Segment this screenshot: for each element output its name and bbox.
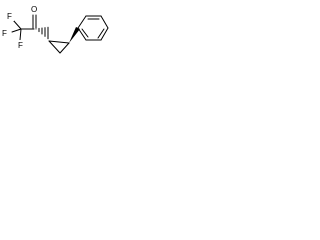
phenyl-bond-4 bbox=[100, 27, 109, 41]
phenyl-inner-bond-3 bbox=[81, 28, 89, 38]
wedge-bond bbox=[69, 27, 80, 43]
phenyl-bond-1 bbox=[77, 15, 87, 29]
ring-bond-3 bbox=[48, 40, 61, 54]
oxygen-label: O bbox=[31, 5, 37, 14]
trifluoromethyl-group bbox=[11, 19, 35, 41]
fluorine-top-label-bg bbox=[6, 11, 14, 21]
ring-bond-1 bbox=[48, 40, 70, 44]
ring-bond-2 bbox=[59, 42, 70, 54]
phenyl-ring bbox=[77, 15, 109, 41]
fluorine-left-label: F bbox=[2, 29, 7, 38]
fluorine-top-label: F bbox=[7, 12, 12, 21]
oxygen-label-bg bbox=[30, 4, 39, 14]
phenyl-bond-6 bbox=[77, 27, 87, 41]
hashed-wedge-bond bbox=[35, 26, 49, 40]
phenyl-inner-bond-2 bbox=[97, 28, 105, 39]
bond-c-f-left bbox=[11, 28, 22, 33]
atom-labels: O F F F bbox=[1, 4, 39, 50]
bond-c-f-top bbox=[12, 19, 22, 30]
fluorine-bottom-label: F bbox=[18, 41, 23, 50]
cyclopropane-ring bbox=[48, 40, 70, 54]
fluorine-left-label-bg bbox=[1, 28, 9, 38]
bond-c-f-bottom bbox=[19, 28, 22, 41]
fluorine-bottom-label-bg bbox=[17, 40, 25, 50]
phenyl-bond-3 bbox=[100, 15, 109, 29]
carbonyl-group bbox=[32, 14, 37, 29]
structure-diagram: O F F F bbox=[1, 4, 109, 54]
